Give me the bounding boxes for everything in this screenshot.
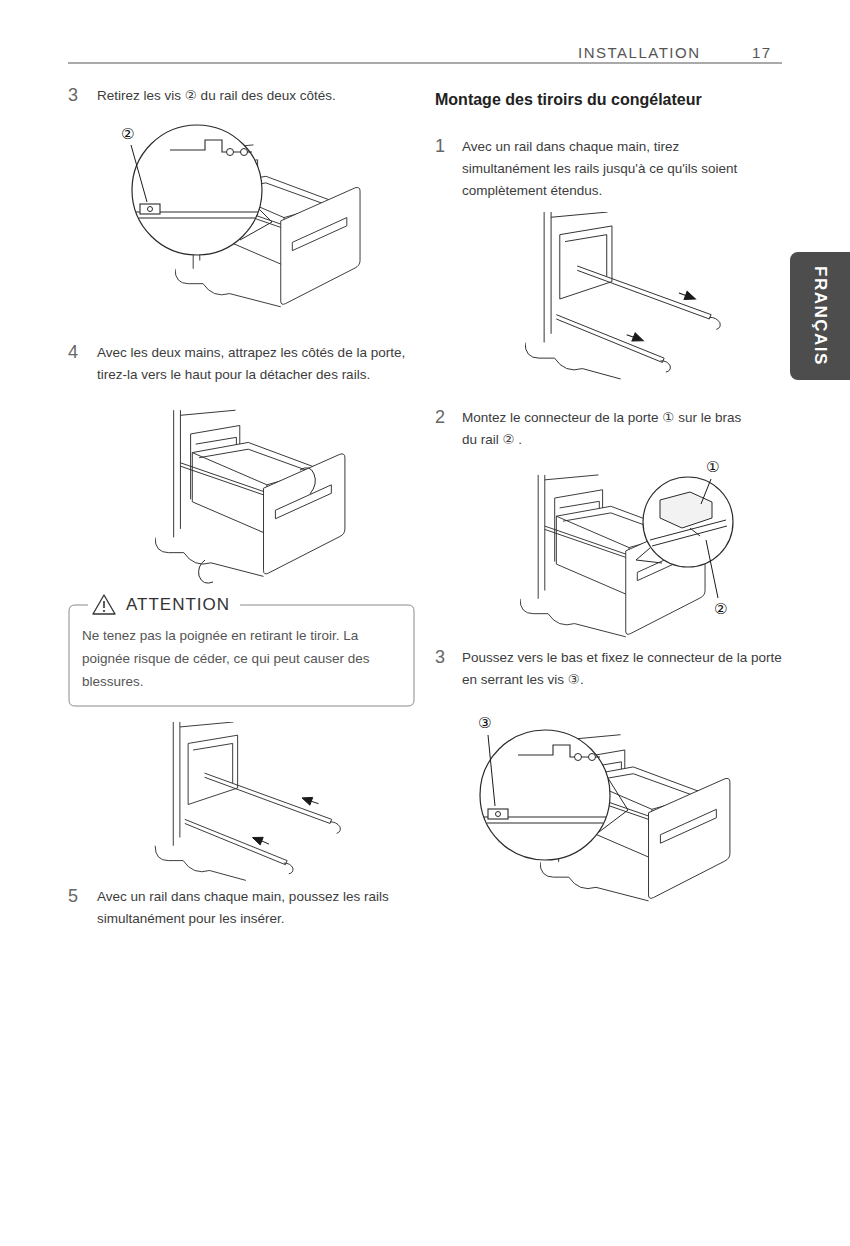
instruction-text: Poussez vers le bas et fixez le connecte…	[462, 647, 782, 691]
caution-box: ATTENTION Ne tenez pas la poignée en reti…	[68, 590, 415, 707]
push-arrows	[252, 797, 318, 845]
callout-number: ②	[714, 600, 727, 618]
callout-number: ①	[706, 458, 719, 476]
warning-mark	[103, 610, 105, 612]
line-art	[660, 492, 712, 528]
step-number: 4	[68, 341, 78, 363]
leader-line	[131, 145, 147, 202]
leader-line	[701, 479, 718, 598]
step-number: 5	[68, 885, 78, 907]
language-label: FRANÇAIS	[810, 266, 830, 366]
step-number: 1	[435, 135, 445, 157]
step-number: 3	[68, 84, 78, 106]
pull-arrows	[627, 291, 696, 341]
callout-number: ③	[478, 714, 491, 732]
header-rule	[68, 63, 782, 64]
section-heading: Montage des tiroirs du congélateur	[435, 90, 702, 110]
line-art	[690, 528, 700, 536]
instruction-text: Avec un rail dans chaque main, tirez sim…	[462, 136, 742, 202]
instruction-text: Avec les deux mains, attrapez les côtés …	[97, 342, 407, 386]
instruction-text: Montez le connecteur de la porte ① sur l…	[462, 407, 752, 451]
callout-number: ②	[121, 125, 134, 143]
line-art	[650, 520, 727, 546]
instruction-text: Avec un rail dans chaque main, poussez l…	[97, 886, 397, 930]
rails-drawing	[525, 212, 720, 379]
step-number: 3	[435, 646, 445, 668]
leader-line	[488, 735, 495, 806]
warning-triangle	[93, 595, 115, 614]
hand-drawing	[199, 468, 316, 583]
language-tab: FRANÇAIS	[790, 252, 850, 380]
detail-magnifier	[480, 730, 610, 860]
section-header: INSTALLATION	[578, 44, 700, 62]
caution-border	[69, 605, 414, 706]
warning-mark	[103, 601, 105, 608]
drawer-drawing	[155, 410, 345, 576]
step-number: 2	[435, 406, 445, 428]
connector-detail	[643, 477, 733, 567]
detail-magnifier	[132, 125, 262, 255]
line-art	[643, 477, 733, 567]
caution-heading: ATTENTION	[120, 595, 236, 615]
caution-text: Ne tenez pas la poignée en retirant le t…	[82, 624, 401, 693]
page-number: 17	[752, 44, 772, 62]
rails-drawing	[155, 722, 340, 880]
instruction-text: Retirez les vis ② du rail des deux côtés…	[97, 85, 407, 107]
